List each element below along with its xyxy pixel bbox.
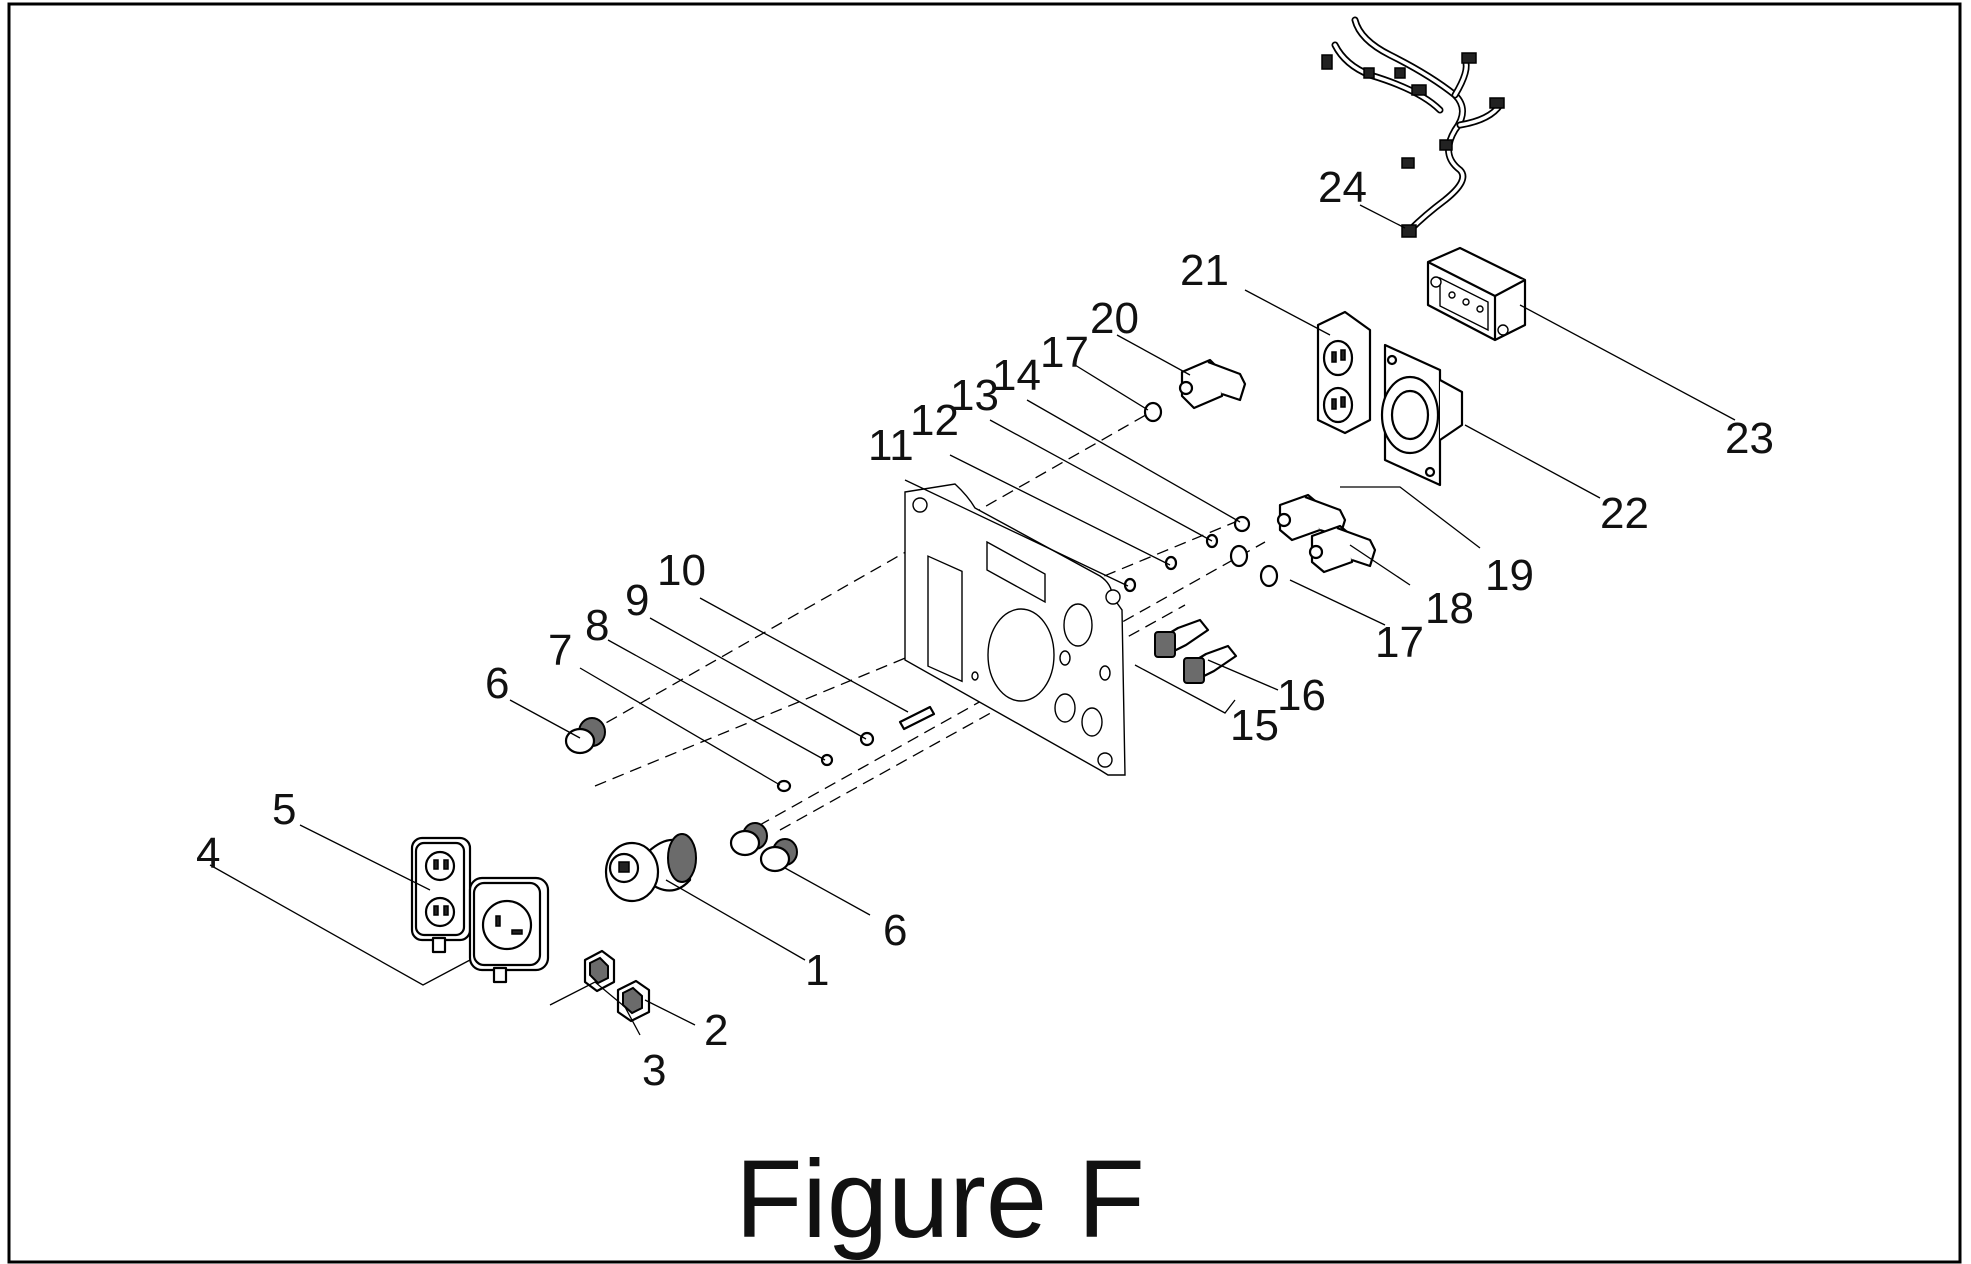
- circuit-breakers: [1276, 493, 1377, 574]
- callout-23: 23: [1725, 414, 1774, 463]
- callout-4: 4: [196, 829, 220, 878]
- plug-6-upper: [564, 717, 606, 755]
- callout-5: 5: [272, 785, 296, 834]
- callout-17-upper: 17: [1040, 328, 1089, 377]
- callout-16: 16: [1277, 671, 1326, 720]
- duplex-outlet: [1316, 310, 1372, 435]
- callout-13: 13: [950, 371, 999, 420]
- receptacle-assembly: [410, 836, 550, 984]
- callout-6-upper: 6: [485, 659, 509, 708]
- diagram-frame: [7, 2, 1962, 1264]
- receptacle-clips: [583, 949, 651, 1023]
- hardware-parts: [564, 401, 1279, 873]
- battery-terminals: [1154, 618, 1238, 684]
- callout-9: 9: [625, 576, 649, 625]
- twist-lock-connector: [604, 833, 697, 903]
- callout-17-lower: 17: [1375, 618, 1424, 667]
- leader-lines: [209, 204, 1736, 1036]
- control-module: [1426, 246, 1527, 342]
- figure-title: Figure F: [735, 1138, 1145, 1261]
- wiring-harness: [1321, 16, 1505, 238]
- callout-11: 11: [868, 421, 914, 470]
- callout-12: 12: [910, 396, 959, 445]
- callout-20: 20: [1090, 294, 1139, 343]
- callout-22: 22: [1600, 489, 1649, 538]
- callout-10: 10: [657, 546, 706, 595]
- round-receptacle: [1380, 343, 1464, 487]
- plug-6-lower: [729, 822, 798, 873]
- callout-21: 21: [1180, 246, 1229, 295]
- callout-15: 15: [1230, 701, 1279, 750]
- callout-8: 8: [585, 601, 609, 650]
- callout-19: 19: [1485, 551, 1534, 600]
- callout-18: 18: [1425, 584, 1474, 633]
- callout-7: 7: [548, 626, 572, 675]
- callout-6-lower: 6: [883, 906, 907, 955]
- callout-labels: 1 2 3 4 5 6 6 7 8 9 10 11 12 13 14 15 16…: [196, 163, 1774, 1095]
- callout-2: 2: [704, 1006, 728, 1055]
- callout-3: 3: [642, 1046, 666, 1095]
- callout-1: 1: [805, 946, 829, 995]
- control-panel-plate: [904, 483, 1126, 776]
- callout-24: 24: [1318, 163, 1367, 212]
- callout-14: 14: [992, 351, 1041, 400]
- breaker-20: [1178, 358, 1247, 410]
